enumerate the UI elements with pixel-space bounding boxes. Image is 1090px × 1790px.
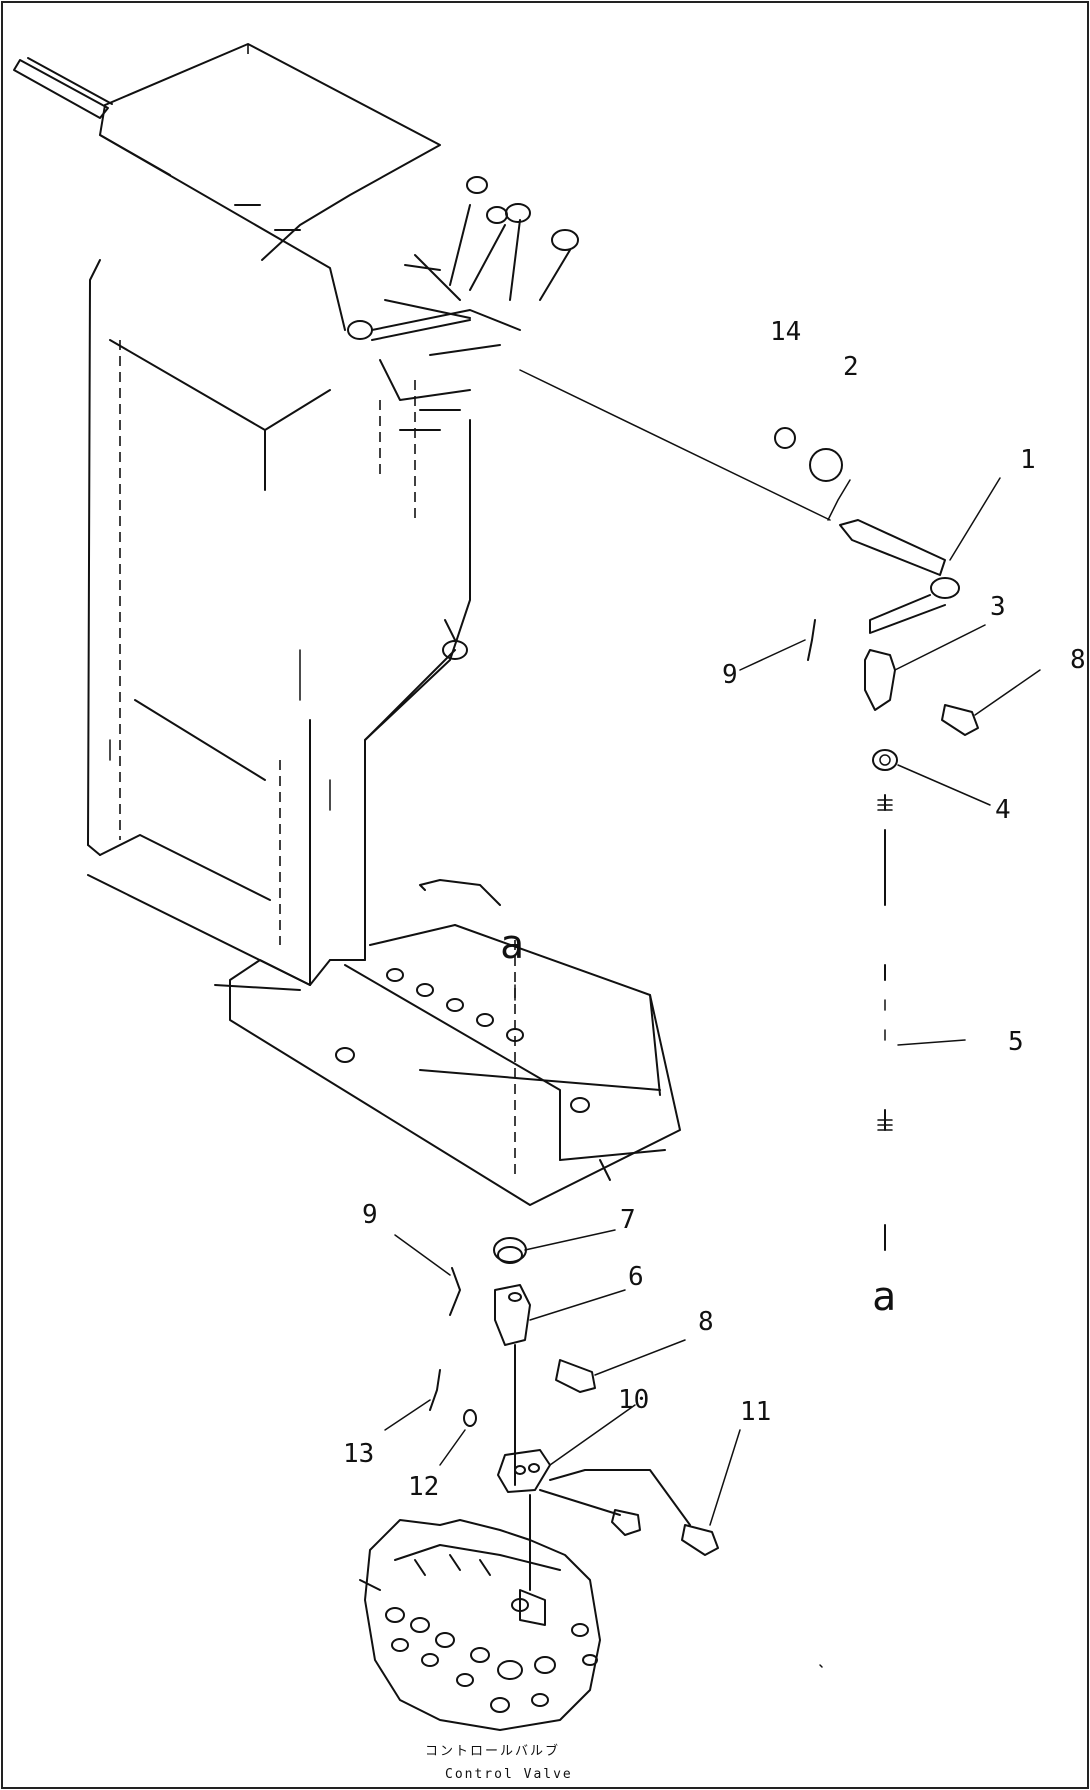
base-plate-drawing	[214, 879, 681, 1206]
callout-9-upper: 9	[722, 660, 738, 690]
lower-linkage-drawing	[384, 1229, 741, 1591]
callout-8-lower: 8	[698, 1307, 714, 1337]
caption-english: Control Valve	[445, 1767, 573, 1782]
callout-9-lower: 9	[362, 1200, 378, 1230]
reference-mark-a-top: a	[500, 922, 524, 968]
lever-assembly-drawing	[739, 427, 1041, 1251]
callout-13: 13	[343, 1439, 374, 1469]
reference-mark-a-bottom: a	[872, 1274, 896, 1320]
callout-4: 4	[995, 795, 1011, 825]
caption-japanese: コントロールバルブ	[425, 1743, 560, 1759]
callout-3: 3	[990, 592, 1006, 622]
callout-10: 10	[618, 1385, 649, 1415]
callout-1: 1	[1020, 445, 1036, 475]
callout-6: 6	[628, 1262, 644, 1292]
callout-8-upper: 8	[1070, 645, 1086, 675]
callout-7: 7	[620, 1205, 636, 1235]
control-valve-drawing	[359, 1519, 823, 1731]
operator-console-drawing	[13, 43, 831, 986]
callout-2: 2	[843, 352, 859, 382]
callout-12: 12	[408, 1472, 439, 1502]
callout-11: 11	[740, 1397, 771, 1427]
callout-14: 14	[770, 317, 801, 347]
callout-5: 5	[1008, 1027, 1024, 1057]
